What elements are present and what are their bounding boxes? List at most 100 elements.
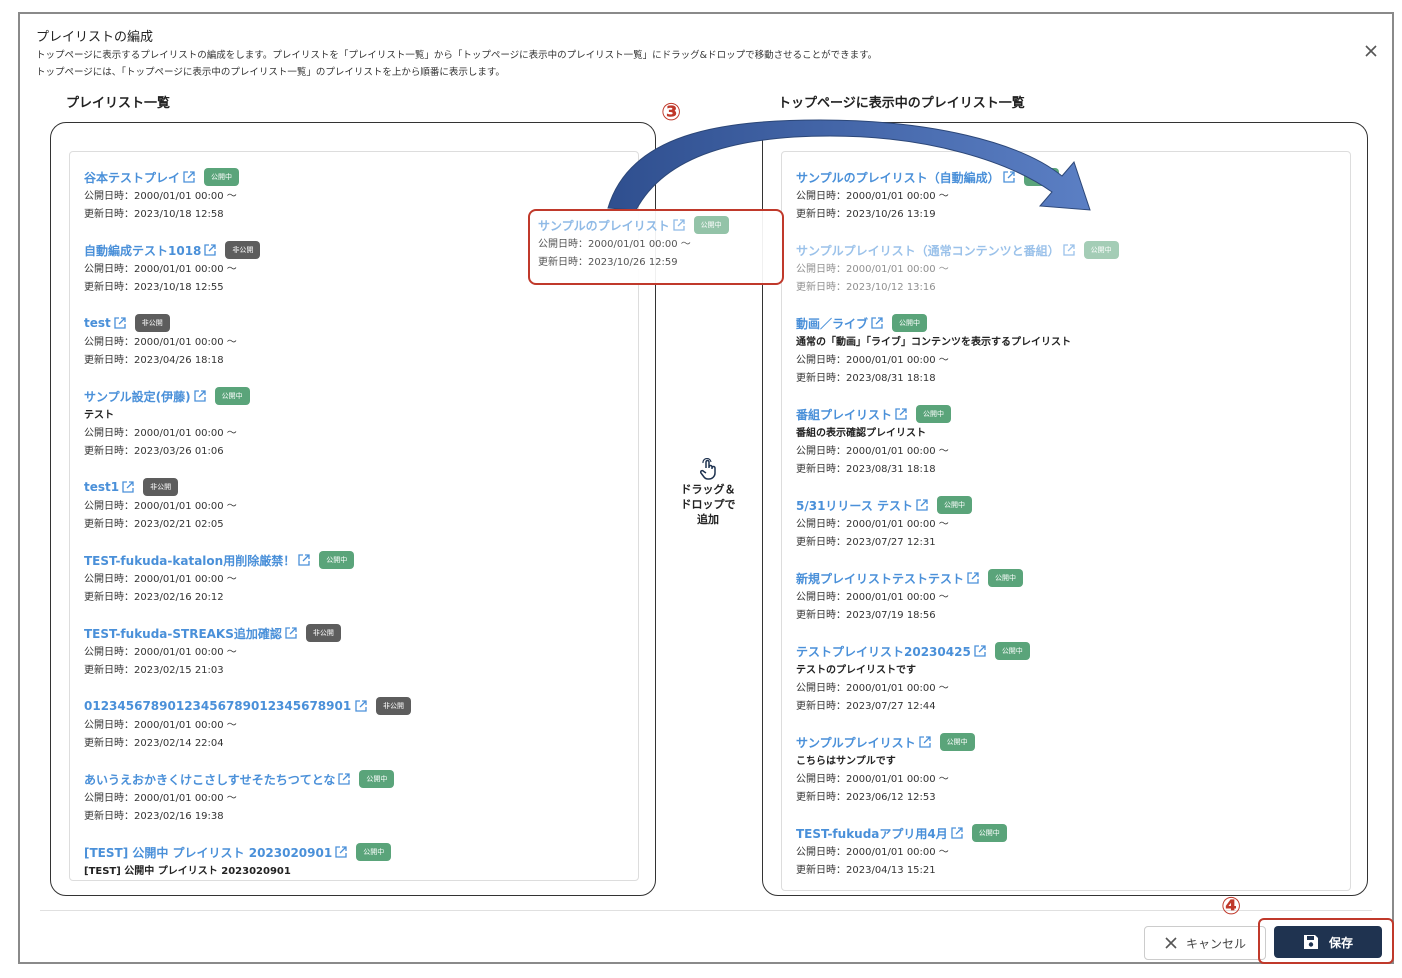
playlist-item-title[interactable]: TEST-fukuda-katalon用削除厳禁！ [84, 553, 296, 568]
drag-hand-icon [699, 458, 716, 480]
playlist-item-description: 通常の「動画」「ライブ」コンテンツを表示するプレイリスト [796, 337, 1071, 348]
drag-drop-hint-line1: ドラッグ＆ [680, 483, 736, 496]
playlist-list[interactable]: 谷本テストプレイ 公開中 公開日時：2000/01/01 00:00 〜 更新日… [69, 151, 639, 881]
playlist-item-title[interactable]: サンプルプレイリスト（通常コンテンツと番組） [796, 243, 1060, 258]
playlist-item-description: [TEST] 公開中 プレイリスト 2023020901 [84, 866, 291, 877]
playlist-item-published: 公開日時：2000/01/01 00:00 〜 [796, 683, 949, 694]
playlist-item-updated: 更新日時：2023/03/26 01:06 [84, 446, 224, 457]
playlist-item[interactable]: サンプルプレイリスト 公開中 こちらはサンプルです 公開日時：2000/01/0… [782, 731, 1350, 807]
external-link-icon[interactable] [918, 735, 932, 749]
status-badge: 公開中 [937, 496, 973, 514]
dialog-description-2: トップページには、「トップページに表示中のプレイリスト一覧」のプレイリストを上か… [36, 67, 505, 78]
playlist-item[interactable]: テストプレイリスト20230425 公開中 テストのプレイリストです 公開日時：… [782, 640, 1350, 716]
drag-drop-hint-line2: ドロップで [680, 498, 736, 511]
playlist-item-title[interactable]: TEST-fukudaアプリ用4月 [796, 826, 948, 841]
playlist-item[interactable]: 谷本テストプレイ 公開中 公開日時：2000/01/01 00:00 〜 更新日… [70, 166, 638, 224]
playlist-item-title[interactable]: サンプルのプレイリスト（自動編成） [796, 170, 1000, 185]
status-badge: 公開中 [204, 168, 240, 186]
playlist-item-title[interactable]: あいうえおかきくけこさしすせそたちつてとな [84, 772, 336, 787]
playlist-item-title[interactable]: テストプレイリスト20230425 [796, 644, 971, 659]
playlist-item[interactable]: サンプルプレイリスト（通常コンテンツと番組） 公開中 公開日時：2000/01/… [782, 239, 1350, 297]
external-link-icon[interactable] [334, 845, 348, 859]
status-badge: 公開中 [939, 733, 975, 751]
top-page-playlist-list[interactable]: サンプルのプレイリスト（自動編成） 公開中 公開日時：2000/01/01 00… [781, 151, 1351, 891]
playlist-item-updated: 更新日時：2023/07/19 18:56 [796, 610, 936, 621]
playlist-item-published: 公開日時：2000/01/01 00:00 〜 [84, 264, 237, 275]
playlist-item-title[interactable]: 新規プレイリストテストテスト [796, 571, 965, 586]
playlist-item-published: 公開日時：2000/01/01 00:00 〜 [84, 720, 237, 731]
playlist-item-title[interactable]: 動画／ライブ [796, 316, 869, 331]
playlist-item-updated: 更新日時：2023/02/14 22:04 [84, 738, 224, 749]
playlist-item[interactable]: TEST-fukuda-STREAKS追加確認 非公開 公開日時：2000/01… [70, 622, 638, 680]
playlist-item-title[interactable]: サンプルプレイリスト [796, 735, 916, 750]
external-link-icon[interactable] [297, 553, 311, 567]
status-badge: 公開中 [892, 314, 928, 332]
playlist-item[interactable]: サンプルのプレイリスト（自動編成） 公開中 公開日時：2000/01/01 00… [782, 166, 1350, 224]
playlist-list-title: プレイリスト一覧 [66, 96, 171, 111]
dragging-item-title[interactable]: サンプルのプレイリスト [538, 218, 670, 233]
status-badge: 非公開 [134, 314, 170, 332]
close-icon[interactable] [1364, 44, 1378, 58]
external-link-icon[interactable] [1002, 170, 1016, 184]
playlist-item-title[interactable]: TEST-fukuda-STREAKS追加確認 [84, 626, 282, 641]
playlist-item-title[interactable]: [TEST] 公開中 プレイリスト 2023020901 [84, 845, 333, 860]
playlist-item[interactable]: あいうえおかきくけこさしすせそたちつてとな 公開中 公開日時：2000/01/0… [70, 768, 638, 826]
external-link-icon[interactable] [203, 243, 217, 257]
status-badge: 公開中 [359, 770, 395, 788]
external-link-icon[interactable] [337, 772, 351, 786]
external-link-icon[interactable] [894, 407, 908, 421]
playlist-item-title[interactable]: サンプル設定(伊藤) [84, 389, 191, 404]
status-badge: 公開中 [693, 216, 729, 234]
playlist-item[interactable]: test1 非公開 公開日時：2000/01/01 00:00 〜 更新日時：2… [70, 476, 638, 534]
external-link-icon[interactable] [966, 571, 980, 585]
external-link-icon[interactable] [973, 644, 987, 658]
playlist-item-title[interactable]: 番組プレイリスト [796, 407, 893, 422]
playlist-item-title[interactable]: 01234567890123456789012345678901234567 [84, 699, 352, 713]
playlist-item[interactable]: 5/31リリース テスト 公開中 公開日時：2000/01/01 00:00 〜… [782, 494, 1350, 552]
save-button[interactable]: 保存 [1274, 926, 1382, 958]
status-badge: 公開中 [994, 642, 1030, 660]
playlist-item[interactable]: 番組プレイリスト 公開中 番組の表示確認プレイリスト 公開日時：2000/01/… [782, 403, 1350, 479]
playlist-item-title[interactable]: 自動編成テスト1018 [84, 243, 202, 258]
playlist-item[interactable]: [TEST] 公開中 プレイリスト 2023020901 公開中 [TEST] … [70, 841, 638, 880]
playlist-item-updated: 更新日時：2023/10/12 13:16 [796, 282, 936, 293]
playlist-item-title[interactable]: 谷本テストプレイ [84, 170, 181, 185]
drag-drop-hint-line3: 追加 [697, 513, 719, 526]
playlist-item[interactable]: 自動編成テスト1018 非公開 公開日時：2000/01/01 00:00 〜 … [70, 239, 638, 297]
dialog-title: プレイリストの編成 [36, 30, 154, 45]
playlist-item-title[interactable]: test [84, 316, 111, 330]
playlist-item[interactable]: test 非公開 公開日時：2000/01/01 00:00 〜 更新日時：20… [70, 312, 638, 370]
external-link-icon[interactable] [121, 480, 135, 494]
external-link-icon[interactable] [1062, 243, 1076, 257]
status-badge: 公開中 [214, 387, 250, 405]
playlist-item-updated: 更新日時：2023/02/21 02:05 [84, 519, 224, 530]
playlist-item[interactable]: サンプル設定(伊藤) 公開中 テスト 公開日時：2000/01/01 00:00… [70, 385, 638, 461]
playlist-item[interactable]: TEST-fukudaアプリ用4月 公開中 公開日時：2000/01/01 00… [782, 822, 1350, 880]
external-link-icon[interactable] [870, 316, 884, 330]
playlist-item-title[interactable]: test1 [84, 480, 120, 494]
external-link-icon[interactable] [193, 389, 207, 403]
playlist-item[interactable]: TEST-fukuda-katalon用削除厳禁！ 公開中 公開日時：2000/… [70, 549, 638, 607]
dragging-playlist-item[interactable]: サンプルのプレイリスト 公開中 公開日時：2000/01/01 00:00 〜 … [528, 209, 784, 285]
external-link-icon[interactable] [354, 699, 368, 713]
playlist-item[interactable]: 新規プレイリストテストテスト 公開中 公開日時：2000/01/01 00:00… [782, 567, 1350, 625]
dragging-item-published: 公開日時：2000/01/01 00:00 〜 [538, 239, 691, 250]
status-badge: 公開中 [916, 405, 952, 423]
close-icon [1165, 937, 1177, 949]
external-link-icon[interactable] [284, 626, 298, 640]
playlist-item-published: 公開日時：2000/01/01 00:00 〜 [796, 446, 949, 457]
status-badge: 非公開 [225, 241, 261, 259]
playlist-item[interactable]: 動画／ライブ 公開中 通常の「動画」「ライブ」コンテンツを表示するプレイリスト … [782, 312, 1350, 388]
playlist-item-updated: 更新日時：2023/06/12 12:53 [796, 792, 936, 803]
external-link-icon[interactable] [915, 498, 929, 512]
external-link-icon[interactable] [113, 316, 127, 330]
external-link-icon[interactable] [950, 826, 964, 840]
external-link-icon[interactable] [672, 218, 686, 232]
playlist-item[interactable]: 01234567890123456789012345678901234567 非… [70, 695, 638, 753]
top-page-playlist-panel: サンプルのプレイリスト（自動編成） 公開中 公開日時：2000/01/01 00… [762, 122, 1368, 896]
external-link-icon[interactable] [182, 170, 196, 184]
cancel-button[interactable]: キャンセル [1144, 926, 1266, 960]
playlist-item-updated: 更新日時：2023/07/27 12:44 [796, 701, 936, 712]
playlist-item-title[interactable]: 5/31リリース テスト [796, 498, 914, 513]
playlist-item-published: 公開日時：2000/01/01 00:00 〜 [84, 793, 237, 804]
